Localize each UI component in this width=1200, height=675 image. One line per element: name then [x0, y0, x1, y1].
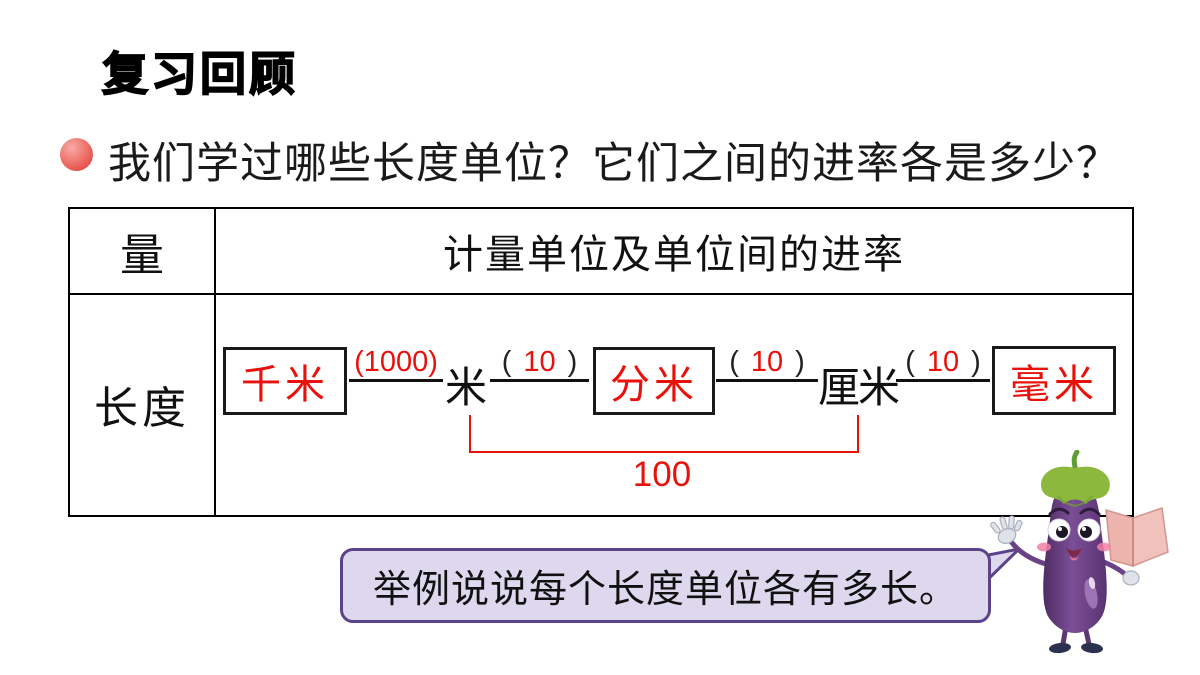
row-label-length: 长度 [94, 384, 190, 433]
page-title: 复习回顾 [101, 47, 298, 101]
unit-centimeter: 厘米 [818, 366, 900, 412]
unit-box-millimeter: 毫米 [992, 346, 1116, 415]
rate-paren-open: ( [354, 346, 364, 378]
rate-paren-close: ) [428, 346, 438, 378]
rate-dm-to-cm: (10) [716, 342, 818, 382]
eggplant-character-icon [990, 450, 1169, 654]
review-question: 我们学过哪些长度单位？它们之间的进率各是多少？ [108, 140, 1120, 188]
table-row-divider [70, 293, 1132, 295]
rate-value: 1000 [363, 346, 429, 378]
rate-value: 10 [523, 346, 556, 378]
rate-paren-close: ) [795, 346, 805, 378]
rate-paren-close: ) [971, 346, 981, 378]
rate-value: 10 [750, 346, 784, 378]
book-icon [1105, 506, 1169, 568]
bracket-value-100: 100 [632, 455, 692, 494]
speech-bubble: 举例说说每个长度单位各有多长。 [340, 548, 991, 623]
rate-paren-open: ( [501, 346, 512, 378]
table-header-quantity: 量 [120, 231, 164, 280]
rate-cm-to-mm: (10) [896, 342, 990, 382]
rate-paren-open: ( [729, 346, 739, 378]
red-bullet-icon [60, 138, 93, 171]
rate-value: 10 [926, 346, 960, 378]
meter-to-centimeter-bracket [469, 415, 859, 453]
rate-m-to-dm: (10) [490, 342, 589, 382]
rate-paren-close: ) [567, 346, 578, 378]
table-header-units: 计量单位及单位间的进率 [443, 232, 905, 277]
table-column-divider [214, 209, 216, 515]
unit-meter: 米 [445, 366, 488, 412]
unit-box-decimeter: 分米 [593, 347, 715, 415]
units-table: 量 计量单位及单位间的进率 长度 千米 (1000) 米 (10) 分米 (10… [68, 207, 1134, 517]
rate-paren-open: ( [905, 346, 915, 378]
unit-box-kilometer: 千米 [223, 347, 347, 415]
rate-km-to-m: (1000) [349, 342, 443, 382]
